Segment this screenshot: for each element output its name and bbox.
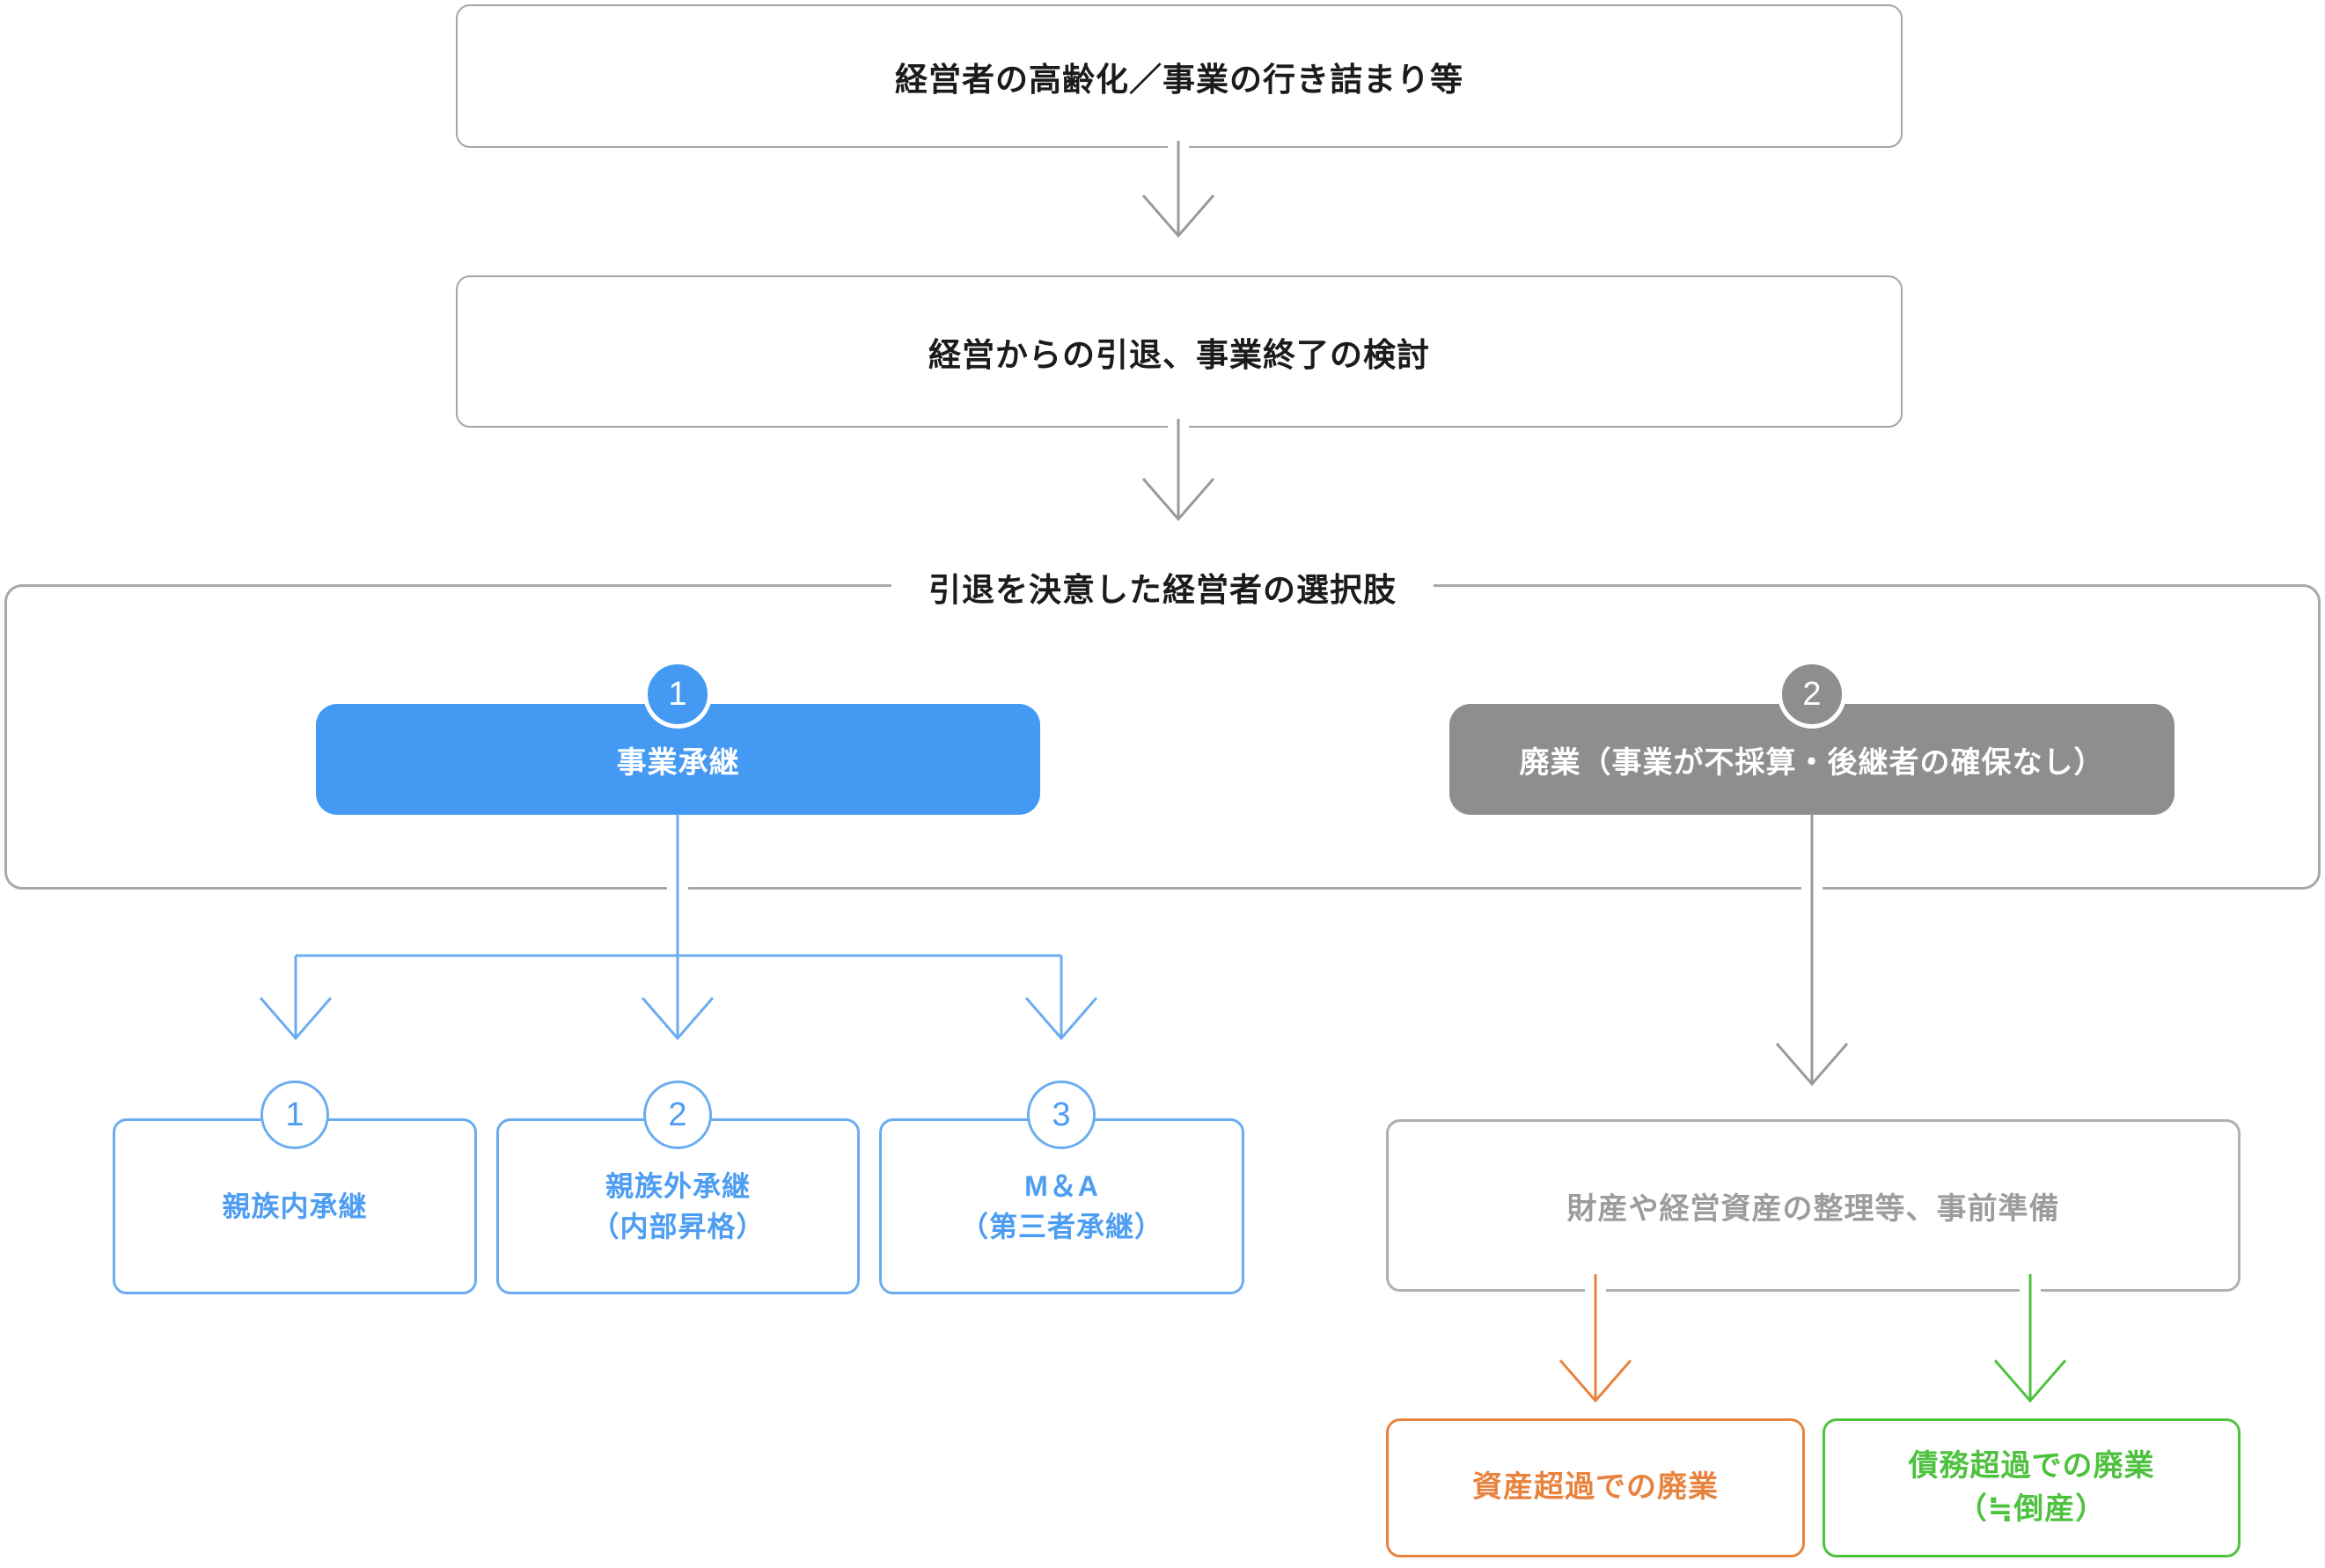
arrow-head-down-icon (1141, 194, 1215, 238)
preparation-box-label: 財産や経営資産の整理等、事前準備 (1566, 1191, 2060, 1226)
trigger-box: 経営者の高齢化／事業の行き詰まり等 (456, 4, 1903, 148)
outcome-debt-excess-label: 債務超過での廃業 （≒倒産） (1908, 1448, 2155, 1526)
arrow-head-down-icon (1775, 1043, 1849, 1087)
path-family-succession-label: 親族内承継 (222, 1190, 368, 1222)
arrow-head-down-icon (1559, 1359, 1632, 1403)
option-2-number: 2 (1802, 675, 1822, 713)
path-nonfamily-succession-label: 親族外承継 （内部昇格） (590, 1169, 766, 1242)
path-1-number-badge: 1 (260, 1081, 329, 1149)
path-1-number: 1 (285, 1095, 304, 1133)
path-2-number-badge: 2 (643, 1081, 712, 1149)
arrow-head-down-icon (641, 997, 715, 1041)
path-ma-succession-label: M＆A （第三者承継） (959, 1169, 1163, 1242)
path-3-number-badge: 3 (1027, 1081, 1096, 1149)
option-1-number: 1 (668, 675, 687, 713)
outcome-asset-surplus-label: 資産超過での廃業 (1472, 1470, 1719, 1505)
arrow-head-down-icon (1024, 997, 1098, 1041)
option-closure-label: 廃業（事業が不採算・後継者の確保なし） (1519, 745, 2105, 780)
option-business-succession-label: 事業承継 (616, 745, 740, 780)
option-1-number-badge: 1 (643, 660, 712, 729)
outcome-asset-surplus-closure: 資産超過での廃業 (1386, 1418, 1805, 1557)
path-2-number: 2 (668, 1095, 687, 1133)
arrow-preparation-to-asset-surplus (1559, 1274, 1632, 1403)
trigger-box-label: 経営者の高齢化／事業の行き詰まり等 (895, 61, 1463, 98)
arrow-preparation-to-debt-excess (1993, 1274, 2067, 1403)
options-section-title: 引退を決意した経営者の選択肢 (891, 563, 1434, 611)
preparation-box: 財産や経営資産の整理等、事前準備 (1386, 1119, 2241, 1292)
arrow-head-down-icon (1993, 1359, 2067, 1403)
outcome-debt-excess-closure: 債務超過での廃業 （≒倒産） (1823, 1418, 2241, 1557)
path-3-number: 3 (1052, 1095, 1071, 1133)
option-2-number-badge: 2 (1778, 660, 1846, 729)
arrow-trigger-to-consideration (1141, 141, 1215, 238)
consideration-box-label: 経営からの引退、事業終了の検討 (928, 336, 1430, 373)
arrow-head-down-icon (1141, 478, 1215, 522)
consideration-box: 経営からの引退、事業終了の検討 (456, 275, 1903, 428)
arrow-consideration-to-options (1141, 419, 1215, 522)
arrow-head-down-icon (259, 997, 333, 1041)
